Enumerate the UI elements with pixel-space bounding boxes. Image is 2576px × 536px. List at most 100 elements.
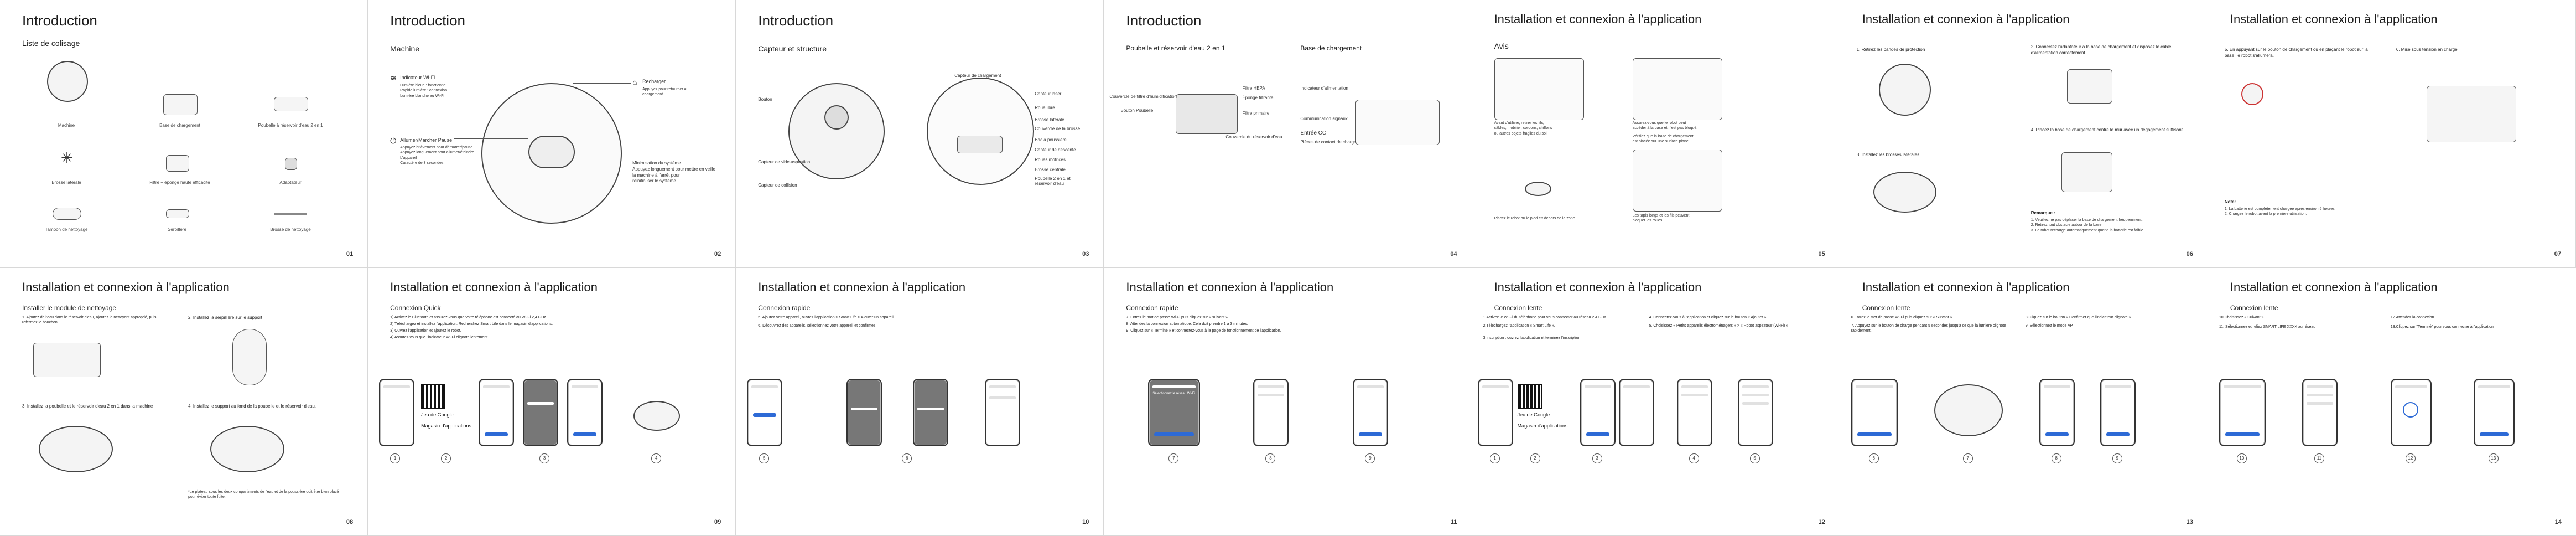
robot-illustration [1878, 64, 1931, 116]
step-text: 8. Attendez la connexion automatique. Ce… [1126, 322, 1248, 326]
step-number: 13 [2488, 453, 2499, 463]
page-number: 02 [714, 251, 721, 257]
step-number: 8 [1265, 453, 1276, 463]
step-text: 7. Appuyez sur le bouton de charge penda… [1851, 324, 2007, 333]
page-number: 11 [1450, 519, 1457, 525]
robot-illustration [1934, 384, 2003, 436]
page-slow-connect-2: Installation et connexion à l'applicatio… [1840, 268, 2208, 536]
callout-label: Recharger [642, 79, 666, 84]
page-notice: Installation et connexion à l'applicatio… [1472, 0, 1840, 268]
page-subtitle: Connexion lente [1494, 304, 1543, 312]
step-text: 1. Ajoutez de l'eau dans le réservoir d'… [22, 316, 157, 325]
page-sensors: Introduction Capteur et structure Bouton… [736, 0, 1104, 268]
step-number: 9 [2112, 453, 2122, 463]
sensor-label: Brosse centrale [1035, 167, 1066, 172]
step-text: 5. Ajoutez votre appareil, ouvrez l'appl… [758, 316, 895, 319]
callout-note: Lumière bleue : fonctionne Rapide lumièr… [400, 84, 447, 98]
step-number: 7 [1168, 453, 1179, 463]
page-title: Introduction [1126, 12, 1202, 29]
bin-illustration [274, 97, 308, 111]
page-slow-connect-1: Installation et connexion à l'applicatio… [1472, 268, 1840, 536]
step-number: 12 [2405, 453, 2416, 463]
step-text: 3) Ouvrez l'application et ajoutez le ro… [390, 329, 461, 333]
step-text: 4. Placez la base de chargement contre l… [2030, 127, 2184, 132]
phone-screen [1253, 379, 1289, 446]
charging-illustration [2426, 86, 2516, 142]
phone-screen [1676, 379, 1712, 446]
step-number: 8 [2051, 453, 2061, 463]
bin-label: Couvercle du réservoir d'eau [1225, 135, 1282, 140]
step-text: 5. Choisissez « Petits appareils électro… [1649, 324, 1789, 328]
page-title: Installation et connexion à l'applicatio… [2230, 12, 2438, 26]
step-text: 11. Sélectionnez et reliez SMART LIFE XX… [2219, 325, 2316, 329]
page-cleaning-module: Installation et connexion à l'applicatio… [0, 268, 368, 536]
phone-screen [2219, 379, 2266, 446]
page-title: Introduction [22, 12, 97, 29]
step-text: 8.Cliquez sur le bouton « Confirmer que … [2025, 316, 2132, 319]
step-text: 1. Retirez les bandes de protection [1856, 47, 1925, 52]
step-text: 9. Sélectionnez le mode AP [2025, 324, 2073, 328]
page-number: 09 [714, 519, 721, 525]
item-label: Serpillère [168, 227, 186, 232]
robot-illustration [210, 426, 284, 472]
page-title: Installation et connexion à l'applicatio… [1862, 12, 2070, 26]
phone-screen: Sélectionnez le réseau Wi-Fi [1148, 379, 1201, 446]
notice-text: Vérifiez que la base de chargement est p… [1632, 135, 1694, 144]
mop-illustration [166, 209, 189, 218]
room-illustration [1494, 58, 1584, 120]
page-subtitle: Connexion rapide [758, 304, 811, 312]
phone-screen [1618, 379, 1654, 446]
notice-text: Les tapis longs et les fils peuvent bloq… [1632, 214, 1690, 223]
mop-holder-illustration [232, 329, 267, 385]
phone-screen [1580, 379, 1616, 446]
sensor-label: Capteur laser [1035, 91, 1062, 96]
sensor-label: Capteur de descente [1035, 147, 1076, 152]
dock-illustration [163, 94, 198, 115]
robot-illustration [39, 426, 113, 472]
step-text: 4. Installez le support au fond de la po… [188, 404, 316, 409]
page-title: Introduction [758, 12, 834, 29]
phone-screen [2039, 379, 2075, 446]
sensor-label: Couvercle de la brosse [1035, 126, 1081, 131]
page-quick-connect-1: Installation et connexion à l'applicatio… [368, 268, 736, 536]
phone-screen [1353, 379, 1389, 446]
page-subtitle: Connexion rapide [1126, 304, 1178, 312]
item-label: Poubelle à réservoir d'eau 2 en 1 [258, 123, 323, 128]
step-text: 5. En appuyant sur le bouton de chargeme… [2224, 47, 2368, 58]
page-machine: Introduction Machine ≋ Indicateur Wi-Fi … [368, 0, 736, 268]
wifi-icon: ≋ [390, 74, 397, 83]
step-number: 9 [1365, 453, 1375, 463]
sensor-label: Bac à poussière [1035, 137, 1067, 142]
step-number: 11 [2314, 453, 2324, 463]
filter-illustration [166, 155, 189, 172]
page-subtitle: Connexion lente [2230, 304, 2278, 312]
sensor-label: Capteur de chargement [954, 73, 1001, 78]
dock-illustration [1355, 100, 1440, 145]
side-brush-illustration [1873, 172, 1936, 213]
bin-label: Couvercle de filtre d'humidification [1109, 94, 1177, 99]
step-text: 13.Cliquez sur "Terminé" pour vous conne… [2390, 325, 2494, 329]
note-text: 1. La batterie est complètement chargée … [2224, 207, 2336, 217]
dock-label: Indicateur d'alimentation [1300, 86, 1348, 91]
google-play-badge: Jeu de Google [421, 412, 454, 418]
page-subtitle: Capteur et structure [758, 44, 827, 53]
dock-label: Pièces de contact de charge [1300, 140, 1357, 145]
page-number: 06 [2186, 251, 2193, 257]
app-store-badge: Magasin d'applications [1517, 423, 1568, 429]
step-number: 3 [539, 453, 550, 463]
page-title: Installation et connexion à l'applicatio… [1862, 280, 2070, 294]
phone-screen [379, 379, 415, 446]
power-icon: ⏻ [390, 136, 397, 145]
callout-note: Appuyez pour retourner au chargement [642, 87, 689, 97]
footnote: *Le plateau sous les deux compartiments … [188, 490, 339, 499]
qr-code [421, 384, 446, 409]
page-packing-list: Introduction Liste de colisage Machine B… [0, 0, 368, 268]
sensor-label: Roues motrices [1035, 157, 1066, 162]
dock-placement-illustration [2061, 152, 2112, 192]
phone-screen [1737, 379, 1773, 446]
phone-screen [479, 379, 515, 446]
item-label: Brosse latérale [51, 180, 81, 185]
page-number: 05 [1818, 251, 1825, 257]
item-label: Filtre + éponge haute efficacité [149, 180, 210, 185]
step-number: 10 [2236, 453, 2247, 463]
